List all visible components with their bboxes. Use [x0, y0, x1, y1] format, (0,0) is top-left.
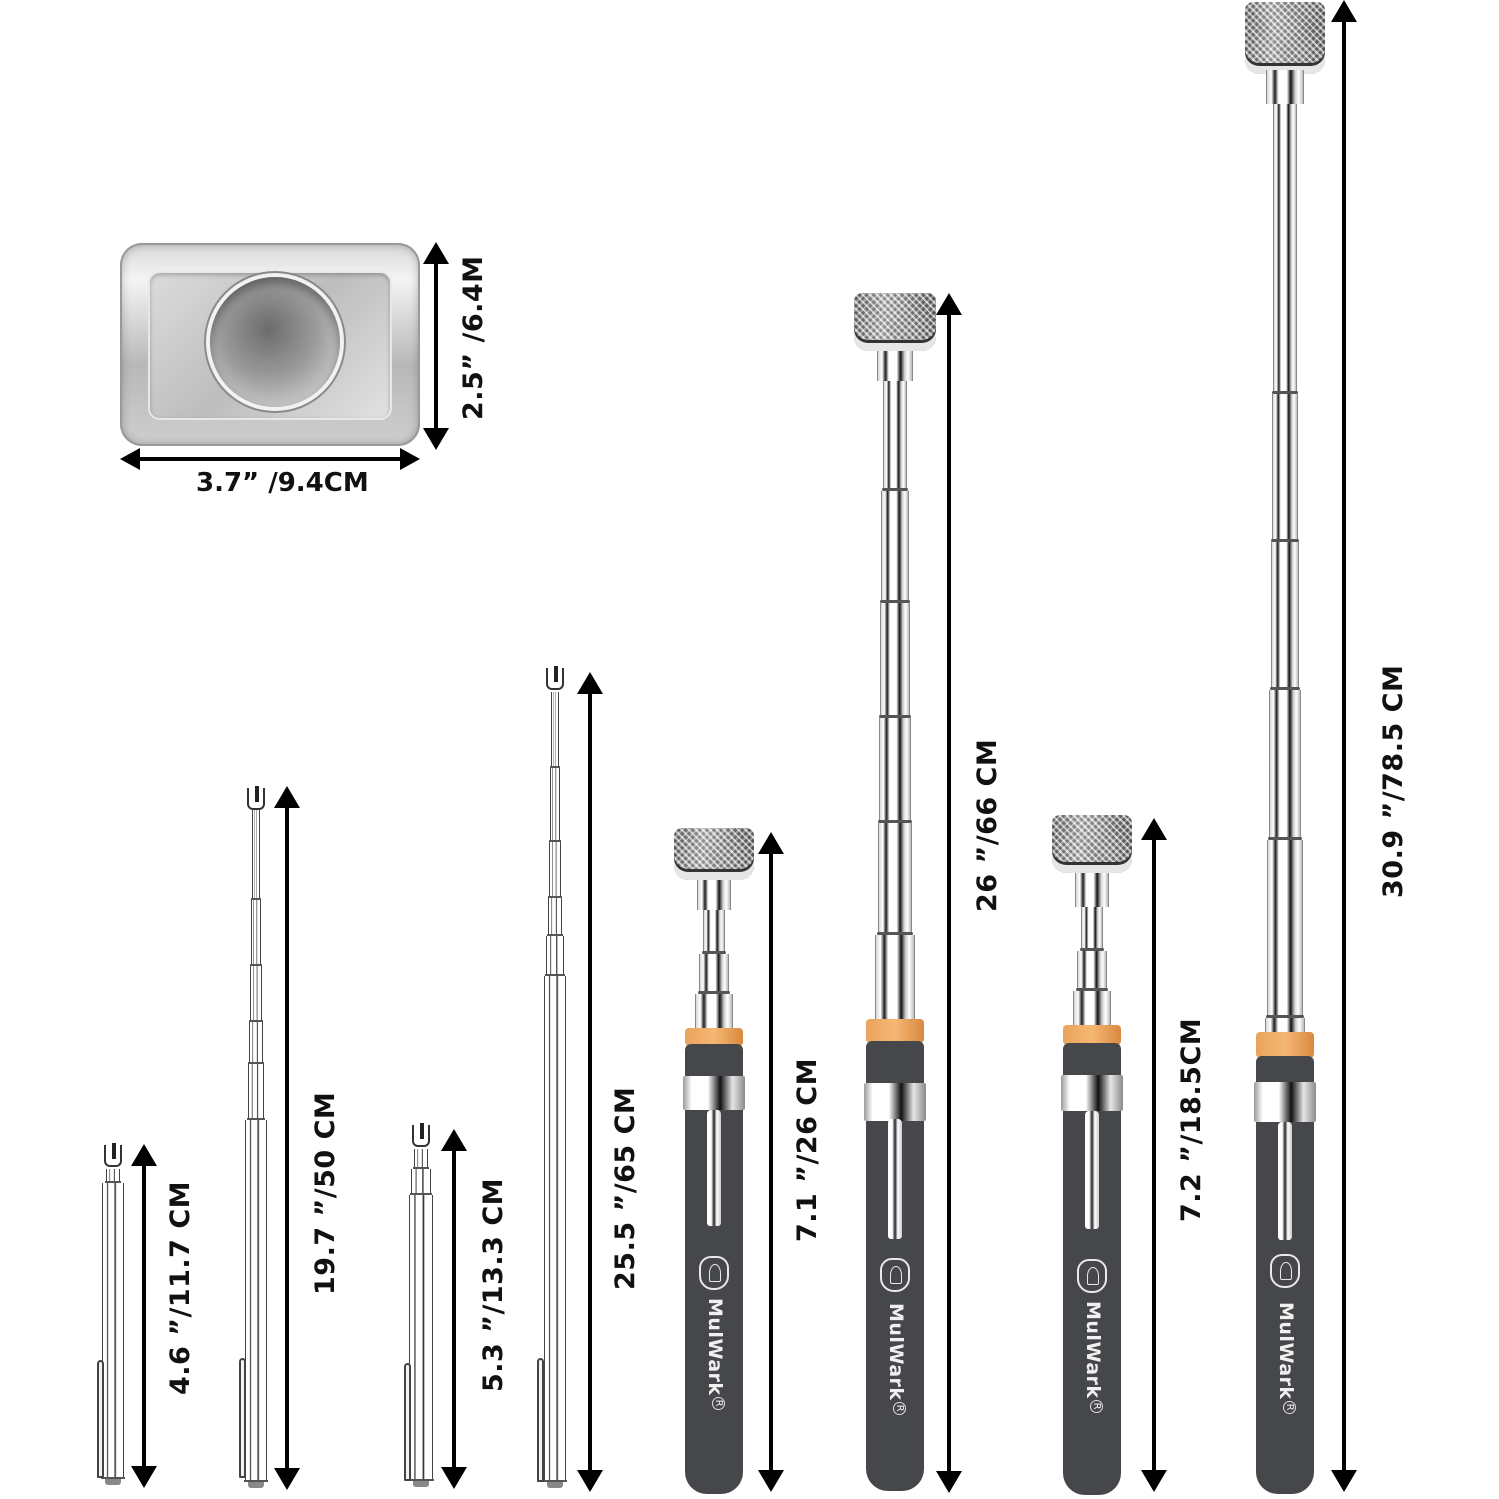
pocket-clip [97, 1360, 104, 1478]
tray-width-label: 3.7” /9.4CM [196, 468, 369, 498]
magnet-tool-collapsed-1: MulWarkR [664, 828, 764, 1494]
dimension-label: 4.6 ”/11.7 CM [165, 1180, 196, 1395]
orange-collar [685, 1028, 743, 1046]
dimension-arrow [588, 676, 592, 1488]
brand-text: MulWarkR [704, 1298, 726, 1411]
tray-width-arrow [124, 457, 416, 461]
dimension-label: 25.5 ”/65 CM [610, 1086, 641, 1290]
shield-logo-icon [699, 1256, 729, 1290]
pocket-clip [537, 1358, 544, 1482]
pen-tool-extended-1 [238, 786, 274, 1488]
dimension-arrow [142, 1148, 146, 1484]
magnet-tool-extended-1: MulWarkR [845, 293, 945, 1493]
dimension-arrow [452, 1133, 456, 1485]
magnetic-tray [120, 243, 420, 446]
dimension-arrow [285, 790, 289, 1486]
pocket-clip [707, 1110, 721, 1226]
dimension-label: 7.1 ”/26 CM [792, 1058, 823, 1242]
brand-text: MulWarkR [1275, 1302, 1297, 1415]
tray-magnet-dome [210, 277, 340, 407]
shield-logo-icon [1270, 1254, 1300, 1288]
dimension-label: 26 ”/66 CM [972, 738, 1003, 912]
pen-tool-collapsed-1 [95, 1143, 131, 1485]
pen-tool-extended-2 [536, 666, 574, 1490]
dimension-arrow [1152, 822, 1156, 1488]
shield-logo-icon [1077, 1259, 1107, 1293]
dimension-label: 7.2 ”/18.5CM [1176, 1017, 1207, 1222]
magnet-tool-collapsed-2: MulWarkR [1042, 815, 1142, 1495]
tray-height-arrow [434, 246, 438, 446]
pocket-clip [404, 1363, 411, 1481]
dimension-arrow [947, 297, 951, 1489]
brand-text: MulWarkR [1082, 1301, 1104, 1414]
magnet-tool-extended-2: MulWarkR [1235, 2, 1335, 1494]
pen-tip-icon [104, 1143, 122, 1167]
pocket-clip [239, 1358, 246, 1478]
shield-logo-icon [880, 1258, 910, 1292]
dimension-arrow [1342, 4, 1346, 1488]
pen-tool-collapsed-2 [402, 1123, 440, 1487]
brand-text: MulWarkR [885, 1303, 907, 1416]
knurled-magnet-head [674, 828, 754, 880]
dimension-label: 30.9 ”/78.5 CM [1378, 664, 1409, 898]
dimension-label: 5.3 ”/13.3 CM [478, 1177, 509, 1392]
tray-height-label: 2.5” /6.4M [458, 255, 489, 420]
dimension-label: 19.7 ”/50 CM [310, 1091, 341, 1295]
dimension-arrow [769, 836, 773, 1488]
